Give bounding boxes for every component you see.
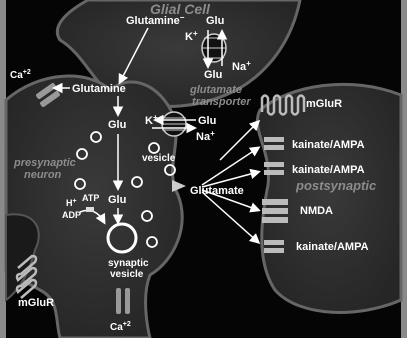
glutamine-glial-label: Glutamine−: [126, 13, 185, 27]
glu-pre1-label: Glu: [108, 119, 126, 131]
glutamine-pre-label: Glutamine: [72, 83, 126, 95]
receptor-label-3: NMDA: [300, 205, 333, 217]
transporter-label-1: glutamate: [189, 84, 242, 96]
glu-top-label: Glu: [206, 15, 224, 27]
transporter-label-2: transporter: [192, 96, 251, 108]
presynaptic-label-2: neuron: [24, 169, 62, 181]
adp-label: ADP: [62, 210, 81, 220]
receptor-label-2: kainate/AMPA: [292, 164, 365, 176]
glu-mid-label: Glu: [198, 115, 216, 127]
postsynaptic-label: postsynaptic: [295, 178, 377, 193]
mglur-bottom-label: mGluR: [18, 297, 54, 309]
synaptic-vesicle-label-2: vesicle: [110, 269, 144, 280]
mglur-top-label: mGluR: [306, 98, 342, 110]
vesicle-label: vesicle: [142, 153, 176, 164]
receptor-label-1: kainate/AMPA: [292, 139, 365, 151]
glu-pre2-label: Glu: [108, 194, 126, 206]
postsynaptic-cell: [257, 84, 401, 312]
glu-top2-label: Glu: [204, 69, 222, 81]
synaptic-vesicle-label-1: synaptic: [108, 258, 149, 269]
proton-pump: [86, 207, 94, 212]
receptor-label-4: kainate/AMPA: [296, 241, 369, 253]
presynaptic-label-1: presynaptic: [13, 157, 76, 169]
atp-label: ATP: [82, 193, 99, 203]
